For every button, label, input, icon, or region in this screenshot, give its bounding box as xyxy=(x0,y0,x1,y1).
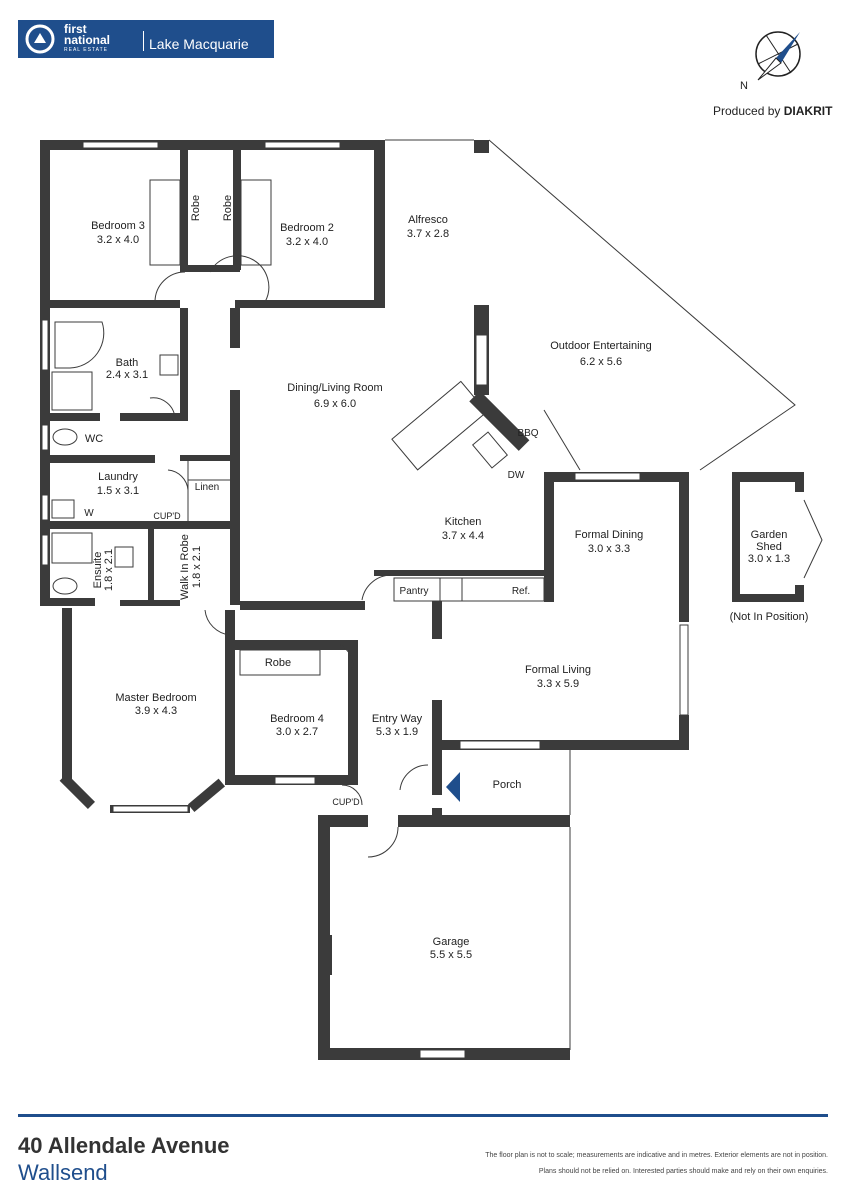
walk-in-robe-name: Walk In Robe xyxy=(179,534,191,600)
rotated-labels: Robe Robe Ensuite 1.8 x 2.1 Walk In Robe… xyxy=(92,195,234,600)
thin-lines xyxy=(149,139,823,1050)
master-dims: 3.9 x 4.3 xyxy=(135,705,177,717)
formal-dining-name: Formal Dining xyxy=(575,529,643,541)
dw-label: DW xyxy=(508,470,525,481)
bathtub-icon xyxy=(54,321,105,369)
formal-living-dims: 3.3 x 5.9 xyxy=(537,678,579,690)
ensuite-basin-icon xyxy=(114,546,134,568)
entry-name: Entry Way xyxy=(372,713,423,725)
bath-name: Bath xyxy=(116,357,139,369)
kitchen-name: Kitchen xyxy=(445,516,482,528)
bedroom3-dims: 3.2 x 4.0 xyxy=(97,234,139,246)
ensuite-shower-icon xyxy=(51,532,93,564)
bedroom2-name: Bedroom 2 xyxy=(280,222,334,234)
bedroom4-robe-label: Robe xyxy=(265,657,291,669)
sink-icon xyxy=(471,431,509,469)
alfresco-dims: 3.7 x 2.8 xyxy=(407,228,449,240)
disclaimer-scale: The floor plan is not to scale; measurem… xyxy=(485,1152,828,1159)
garage-name: Garage xyxy=(433,936,470,948)
ensuite-toilet-icon xyxy=(52,577,78,595)
dining-living-name: Dining/Living Room xyxy=(287,382,382,394)
linen-label: Linen xyxy=(195,482,219,493)
bedroom4-dims: 3.0 x 2.7 xyxy=(276,726,318,738)
garden-shed-dims: 3.0 x 1.3 xyxy=(748,553,790,565)
agency-logo: first national REAL ESTATE Lake Macquari… xyxy=(18,20,274,58)
laundry-dims: 1.5 x 3.1 xyxy=(97,485,139,497)
bedroom3-robe-label: Robe xyxy=(190,195,202,221)
pantry-label: Pantry xyxy=(400,586,429,597)
laundry-name: Laundry xyxy=(98,471,138,483)
entry-cupd-label: CUP'D xyxy=(332,797,360,807)
bedroom2-robe-label: Robe xyxy=(222,195,234,221)
wc-label: WC xyxy=(85,433,103,445)
ensuite-dims: 1.8 x 2.1 xyxy=(103,549,115,591)
ensuite-name: Ensuite xyxy=(92,552,104,589)
compass-icon: N xyxy=(740,31,801,92)
cooktop-icon xyxy=(439,577,463,602)
room-labels: Bedroom 3 3.2 x 4.0 Bedroom 2 3.2 x 4.0 … xyxy=(84,214,808,961)
laundry-cupd-label: CUP'D xyxy=(153,511,181,521)
bedroom4-name: Bedroom 4 xyxy=(270,713,324,725)
windows xyxy=(41,141,689,1059)
brand-national: national xyxy=(64,33,111,47)
entry-arrow-icon xyxy=(446,772,460,802)
compass-label: N xyxy=(740,80,748,92)
outdoor-dims: 6.2 x 5.6 xyxy=(580,356,622,368)
garden-shed-name2: Shed xyxy=(756,541,782,553)
bedroom2-dims: 3.2 x 4.0 xyxy=(286,236,328,248)
formal-living-name: Formal Living xyxy=(525,664,591,676)
walls xyxy=(40,140,804,1060)
outdoor-name: Outdoor Entertaining xyxy=(550,340,652,352)
entry-dims: 5.3 x 1.9 xyxy=(376,726,418,738)
ref-label: Ref. xyxy=(512,586,530,597)
logo-separator xyxy=(143,31,144,51)
basin-icon xyxy=(159,354,179,376)
garden-shed-name1: Garden xyxy=(751,529,788,541)
bbq-label: BBQ xyxy=(517,428,538,439)
kitchen-dims: 3.7 x 4.4 xyxy=(442,530,484,542)
brand-first: first xyxy=(64,22,87,36)
porch-name: Porch xyxy=(493,779,522,791)
alfresco-name: Alfresco xyxy=(408,214,448,226)
garage-dims: 5.5 x 5.5 xyxy=(430,949,472,961)
toilet-icon xyxy=(52,428,78,446)
master-name: Master Bedroom xyxy=(115,692,196,704)
dining-living-dims: 6.9 x 6.0 xyxy=(314,398,356,410)
brand-real-estate: REAL ESTATE xyxy=(64,47,108,53)
walk-in-robe-dims: 1.8 x 2.1 xyxy=(191,546,203,588)
garden-shed-note: (Not In Position) xyxy=(730,611,809,623)
address-street: 40 Allendale Avenue xyxy=(18,1133,230,1158)
laundry-tub-icon xyxy=(51,499,75,519)
washer-label: W xyxy=(84,508,94,519)
first-national-logo-icon xyxy=(25,24,55,54)
produced-brand: DIAKRIT xyxy=(783,104,833,118)
footer-rule xyxy=(18,1114,828,1117)
fixtures xyxy=(51,321,509,602)
office-name: Lake Macquarie xyxy=(149,36,249,52)
bedroom3-name: Bedroom 3 xyxy=(91,220,145,232)
shower-icon xyxy=(51,371,93,411)
bath-dims: 2.4 x 3.1 xyxy=(106,369,148,381)
produced-prefix: Produced by xyxy=(713,104,781,118)
formal-dining-dims: 3.0 x 3.3 xyxy=(588,543,630,555)
produced-by: Produced by DIAKRIT xyxy=(713,104,832,118)
disclaimer-enquiries: Plans should not be relied on. Intereste… xyxy=(538,1168,828,1175)
address-suburb: Wallsend xyxy=(18,1160,108,1185)
